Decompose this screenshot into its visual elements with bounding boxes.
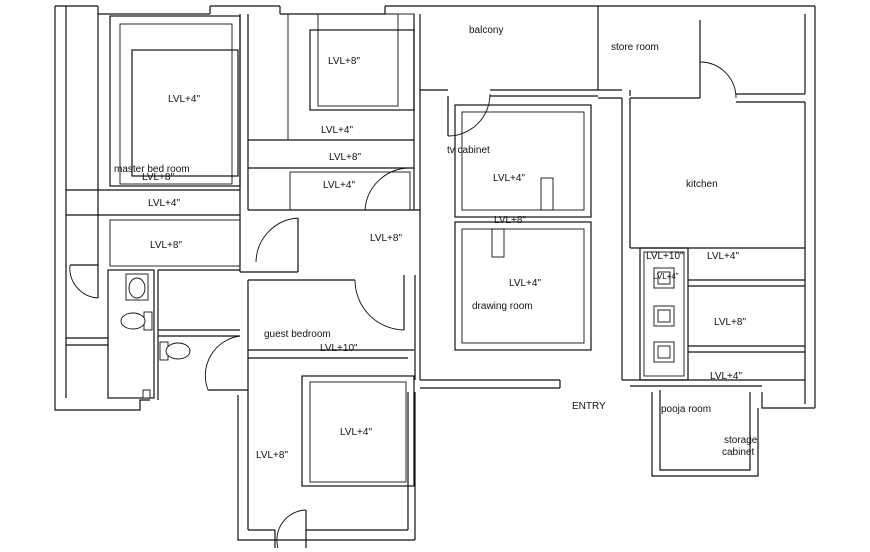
guest-bedroom xyxy=(247,275,416,549)
level-label: LVL+8" xyxy=(256,450,288,461)
bathrooms xyxy=(66,269,248,400)
level-label: LVL+4" xyxy=(148,198,180,209)
toilet-icon xyxy=(159,341,191,361)
wash-basin-icon xyxy=(125,273,149,301)
toilet-icon xyxy=(120,311,153,331)
tv-cabinet-notch xyxy=(540,177,554,211)
level-label: LVL+10" xyxy=(646,251,684,262)
level-label: LVL+8" xyxy=(329,152,361,163)
room-label-master-bed-room: master bed room xyxy=(114,164,190,175)
level-label: LVL+8" xyxy=(714,317,746,328)
drawing-room xyxy=(420,89,598,389)
level-label: LVL+4" xyxy=(710,371,742,382)
outer-walls xyxy=(54,5,816,541)
room-label-storage: storage xyxy=(724,435,758,446)
room-label-cabinet: cabinet xyxy=(722,447,754,458)
level-label: LVL+4" xyxy=(323,180,355,191)
level-label: LVL+4" xyxy=(653,272,679,281)
level-label: LVL+4" xyxy=(509,278,541,289)
room-label-drawing-room: drawing room xyxy=(472,301,533,312)
room-label-store-room: store room xyxy=(611,42,659,53)
room-labels: balcony store room kitchen master bed ro… xyxy=(114,25,758,458)
level-label: LVL+4" xyxy=(707,251,739,262)
master-bedroom xyxy=(66,14,299,299)
level-label: LVL+4" xyxy=(321,125,353,136)
floor-trap-icon xyxy=(142,389,151,399)
level-labels: LVL+4" LVL+8" LVL+4" LVL+8" LVL+8" LVL+4… xyxy=(142,56,746,461)
level-label: LVL+8" xyxy=(328,56,360,67)
level-label: LVL+8" xyxy=(142,172,174,183)
level-label: LVL+4" xyxy=(340,427,372,438)
room-label-entry: ENTRY xyxy=(572,401,606,412)
drawing-notch xyxy=(491,228,505,258)
level-label: LVL+8" xyxy=(370,233,402,244)
level-label: LVL+8" xyxy=(150,240,182,251)
level-label: LVL+4" xyxy=(493,173,525,184)
room-label-kitchen: kitchen xyxy=(686,179,718,190)
middle-block xyxy=(247,13,421,380)
room-label-guest-bedroom: guest bedroom xyxy=(264,329,331,340)
room-label-tv-cabinet: tv cabinet xyxy=(447,145,490,156)
kitchen-block xyxy=(598,20,805,387)
level-label: LVL+8" xyxy=(494,215,526,226)
level-label: LVL+4" xyxy=(168,94,200,105)
room-label-pooja-room: pooja room xyxy=(661,404,711,415)
level-label: LVL+10" xyxy=(320,343,358,354)
room-label-balcony: balcony xyxy=(469,25,503,36)
